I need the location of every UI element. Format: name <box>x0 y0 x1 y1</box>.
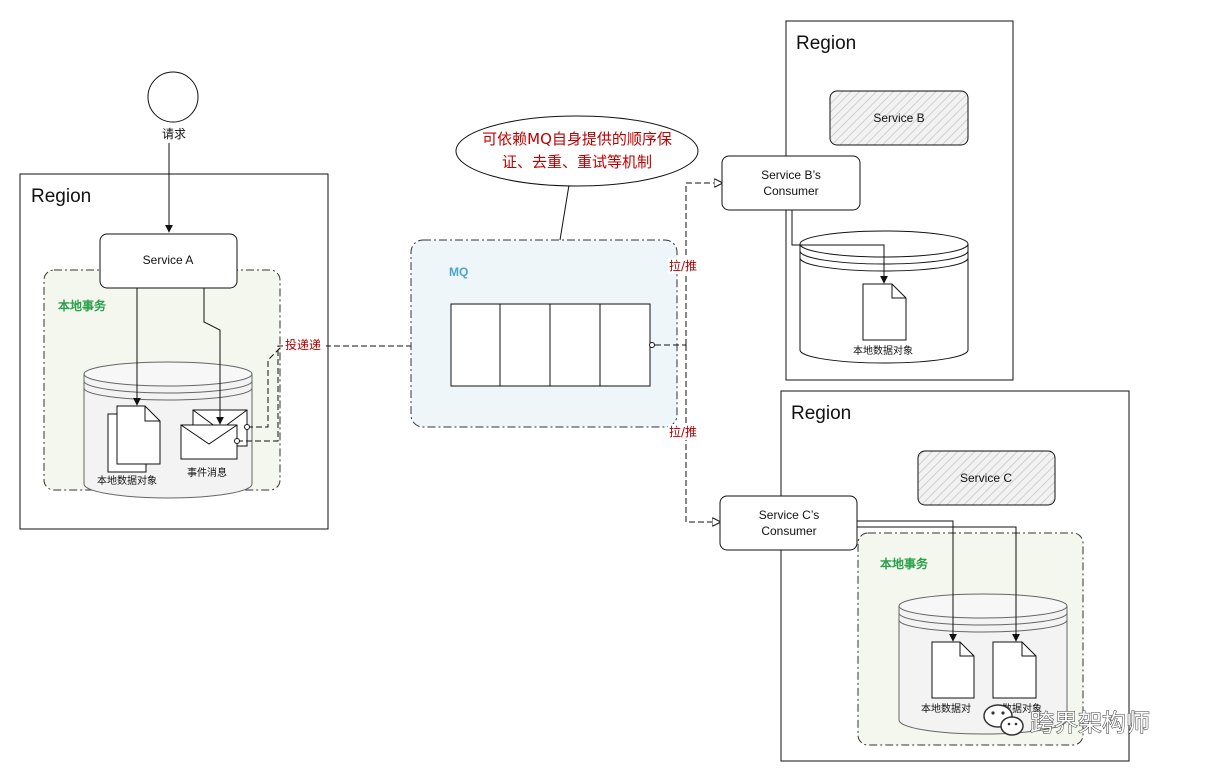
service-b-box <box>829 90 969 146</box>
deliver-connector-dot <box>234 438 240 444</box>
request-circle <box>147 71 199 123</box>
service-c-box <box>917 450 1056 506</box>
pull-push-b-label: 拉/推 <box>669 258 697 273</box>
request-label: 请求 <box>162 127 186 141</box>
pull-push-c-label: 拉/推 <box>669 424 697 439</box>
region-a-title: Region <box>31 186 91 207</box>
deliver-connector-2 <box>247 345 283 428</box>
service-b-consumer-box <box>721 155 861 211</box>
document-icon <box>862 283 907 341</box>
pull-push-c-label-bg <box>668 424 706 440</box>
deliver-label-bg <box>284 336 326 352</box>
mq-queue <box>450 303 651 387</box>
document-icon <box>992 641 1037 699</box>
mq-output-dot <box>649 342 655 348</box>
service-a-box <box>99 233 238 289</box>
service-b-consumer-line-1: Service B’s <box>761 168 821 182</box>
document-icon <box>931 641 975 699</box>
callout-line-2: 证、去重、重试等机制 <box>502 153 652 171</box>
write-event-arrow <box>203 288 224 425</box>
document-icon <box>107 405 161 473</box>
pull-push-b-connector <box>685 183 722 345</box>
callout-line-1: 可依赖MQ自身提供的顺序保 <box>482 130 672 148</box>
service-c-label: Service C <box>960 471 1012 485</box>
region-b-title: Region <box>796 33 856 54</box>
deliver-connector <box>237 345 290 442</box>
service-b-label: Service B <box>873 111 924 125</box>
service-b-data-object-label: 本地数据对象 <box>853 344 913 357</box>
watermark: 跨界架构师 <box>983 704 1151 738</box>
consumer-c-write-arrow-2 <box>857 526 1020 642</box>
pull-push-c-connector <box>685 345 720 522</box>
service-c-data-object-1-label: 本地数据对 <box>921 702 971 715</box>
callout-pointer <box>559 184 570 241</box>
local-transaction-c-label: 本地事务 <box>880 556 929 571</box>
service-c-data-object-2-label: 数据对象 <box>1002 702 1042 715</box>
callout-bubble <box>455 115 699 187</box>
consumer-b-write-arrow <box>791 210 888 284</box>
watermark-text: 跨界架构师 <box>1030 709 1150 737</box>
database-c <box>898 593 1068 735</box>
deliver-label: 投递递 <box>285 337 321 352</box>
service-a-event-message-label: 事件消息 <box>187 466 227 479</box>
mq-label: MQ <box>449 265 468 279</box>
region-c-title: Region <box>791 403 851 424</box>
local-transaction-a-label: 本地事务 <box>58 298 107 313</box>
wechat-icon <box>983 704 1024 736</box>
service-c-consumer-line-1: Service C’s <box>759 508 819 522</box>
service-a-label: Service A <box>143 253 194 267</box>
service-a-data-object-label: 本地数据对象 <box>97 474 157 487</box>
service-c-consumer-box <box>719 495 858 551</box>
consumer-c-write-arrow-1 <box>857 520 957 642</box>
service-c-consumer-line-2: Consumer <box>761 524 816 538</box>
deliver-connector-dot-2 <box>244 424 250 430</box>
pull-push-b-label-bg <box>668 258 706 274</box>
service-b-consumer-line-2: Consumer <box>763 184 818 198</box>
